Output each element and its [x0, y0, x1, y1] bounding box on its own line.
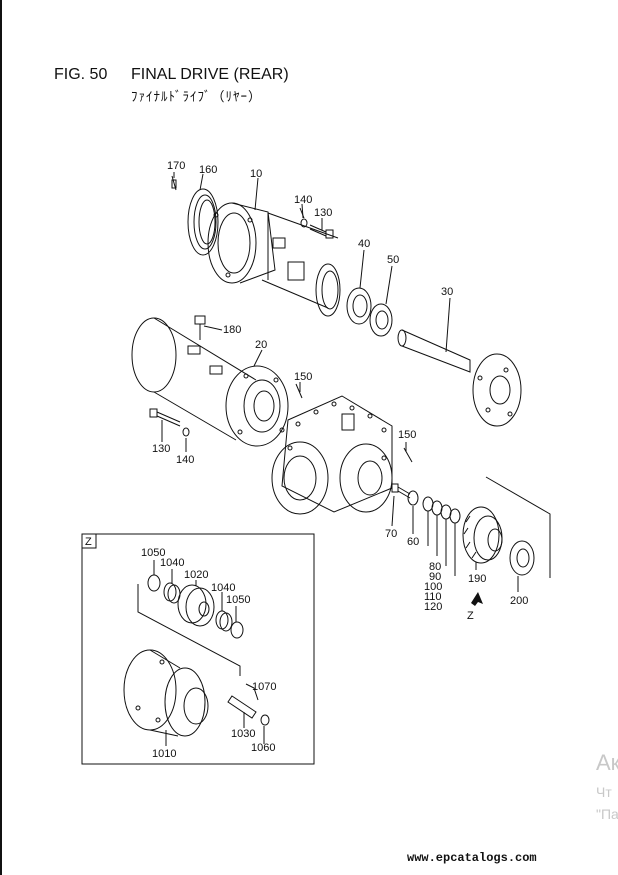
washer-60 [407, 490, 419, 506]
label-130-bottom: 130 [152, 443, 170, 455]
inset-washer-1050-b [230, 621, 244, 639]
seal-50 [369, 303, 393, 337]
figure-title: FINAL DRIVE (REAR) [131, 66, 289, 83]
label-20: 20 [255, 339, 267, 351]
label-40: 40 [358, 238, 370, 250]
bearing-200 [509, 540, 535, 576]
label-140-bottom: 140 [176, 454, 194, 466]
bolt-130-top [309, 224, 334, 239]
watermark-line-1: Ак [596, 750, 618, 775]
inset-label-1050-b: 1050 [226, 594, 250, 606]
page-left-border [0, 0, 2, 875]
inset-label-1020: 1020 [184, 569, 208, 581]
inset-leader-lines [137, 560, 265, 746]
label-70: 70 [385, 528, 397, 540]
label-140-top: 140 [294, 194, 312, 206]
leader-lines [161, 172, 519, 592]
inset-bearing-1040-b [215, 610, 233, 632]
label-60: 60 [407, 536, 419, 548]
figure-subtitle: ﾌｧｲﾅﾙﾄﾞﾗｲﾌﾞ（ﾘﾔｰ） [131, 89, 263, 104]
label-170: 170 [167, 160, 185, 172]
z-view-arrow [471, 592, 483, 606]
label-30: 30 [441, 286, 453, 298]
washer-140-top [299, 207, 308, 228]
inset-z: Z [81, 533, 315, 765]
axle-housing-10 [207, 202, 341, 317]
washer-140-bottom [182, 427, 190, 437]
inset-ring-1060 [260, 714, 270, 726]
footer-website-link[interactable]: www.epcatalogs.com [407, 851, 537, 865]
gear-ring-160 [187, 188, 219, 256]
inset-label-1030: 1030 [231, 728, 255, 740]
inset-label: Z [85, 536, 92, 548]
label-200: 200 [510, 595, 528, 607]
inset-label-1010: 1010 [152, 748, 176, 760]
inset-carrier-1010 [123, 649, 209, 737]
shims-80-120 [422, 496, 461, 576]
label-z-arrow: Z [467, 610, 474, 622]
label-190: 190 [468, 573, 486, 585]
inset-washer-1050-a [147, 574, 161, 592]
label-120: 120 [424, 601, 442, 613]
inset-label-1050-a: 1050 [141, 547, 165, 559]
label-50: 50 [387, 254, 399, 266]
label-10: 10 [250, 168, 262, 180]
bolt-130-bottom [149, 408, 181, 427]
label-150-right: 150 [398, 429, 416, 441]
pin-150-right [403, 447, 413, 463]
label-110: 110 [424, 591, 442, 603]
figure-number: FIG. 50 [54, 66, 108, 83]
watermark-line-3: "Па [596, 806, 618, 822]
inset-gear-1020 [177, 584, 215, 627]
inset-label-1060: 1060 [251, 742, 275, 754]
label-150-left: 150 [294, 371, 312, 383]
inset-label-1040-a: 1040 [160, 557, 184, 569]
axle-shaft-30 [397, 329, 522, 427]
bolt-180 [194, 315, 206, 340]
label-160: 160 [199, 164, 217, 176]
label-130-top: 130 [314, 207, 332, 219]
inset-label-1040-b: 1040 [211, 582, 235, 594]
label-80: 80 [429, 561, 441, 573]
pin-150-left [295, 383, 303, 399]
differential-case [271, 395, 393, 515]
label-180: 180 [223, 324, 241, 336]
inset-label-1070: 1070 [252, 681, 276, 693]
label-90: 90 [429, 571, 441, 583]
axle-housing-20 [131, 317, 289, 447]
pin-170 [171, 175, 177, 191]
inset-bearing-1040-a [163, 582, 181, 604]
bolt-70 [391, 483, 411, 499]
label-100: 100 [424, 581, 442, 593]
gear-190 [462, 506, 503, 564]
watermark-line-2: Чт [596, 784, 612, 800]
group-bracket [485, 476, 551, 578]
inset-pin-1030 [227, 695, 257, 719]
bearing-40 [346, 287, 372, 325]
